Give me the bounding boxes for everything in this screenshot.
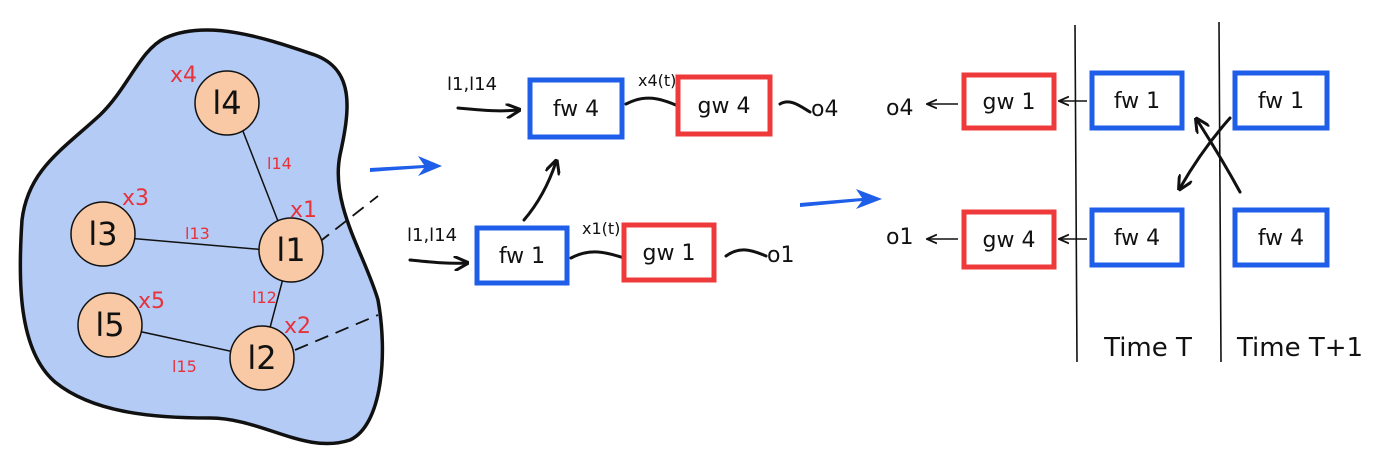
- state-label-x2: x2: [284, 314, 311, 339]
- dashed-leader-bottom: [294, 314, 379, 351]
- f-box-fw4: [527, 77, 625, 140]
- f-box-fw1: [474, 225, 570, 286]
- output-label-o1: o1: [767, 243, 794, 268]
- g-box-label: gw 1: [983, 90, 1036, 115]
- edge-label-l12: l12: [252, 288, 277, 307]
- node-l1: l1: [258, 217, 324, 283]
- node-l3: l3: [70, 201, 136, 267]
- state-label-x1t: x1(t): [582, 219, 620, 238]
- f-box-label: fw 4: [1114, 226, 1160, 251]
- node-l4: l4: [194, 70, 260, 136]
- f-box-fw4-next: [1232, 207, 1330, 268]
- time-label-t1: Time T+1: [1236, 333, 1363, 363]
- node-label: l1: [276, 231, 305, 269]
- cross-arrow-to-bottom: [1180, 116, 1232, 188]
- input-arrow-bottom: [408, 260, 466, 263]
- edge-label-l14: l14: [267, 154, 292, 173]
- input-label-bottom: l1,l14: [407, 225, 457, 246]
- g-box-gw1: [961, 72, 1057, 131]
- node-l5: l5: [77, 292, 143, 358]
- f-box-label: fw 1: [499, 244, 545, 269]
- edge-label-l13: l13: [185, 224, 210, 243]
- g-box-gw4: [961, 209, 1057, 270]
- output-connector-bottom: [724, 248, 768, 258]
- state-label-x3: x3: [122, 186, 149, 211]
- g-box-label: gw 4: [698, 94, 751, 119]
- output-label-o1: o1: [886, 225, 913, 250]
- state-label-x4t: x4(t): [638, 71, 676, 90]
- input-arrow-top: [456, 108, 518, 111]
- f-box-label: fw 1: [1258, 89, 1304, 114]
- node-label: l2: [247, 339, 276, 377]
- cross-arrow-to-top: [1197, 120, 1242, 194]
- node-label: l4: [212, 84, 241, 122]
- f-box-label: fw 4: [553, 97, 599, 122]
- input-label-top: l1,l14: [447, 74, 497, 95]
- graph-panel: l4 l3 l1 l5 l2 x4 x3 x1 x5 x2 l14 l13 l1…: [18, 28, 385, 446]
- time-divider-1: [1074, 24, 1078, 363]
- f-box-fw1: [1089, 70, 1185, 131]
- connector-top: [624, 96, 680, 108]
- blue-arrow-1: [370, 156, 442, 176]
- state-label-x4: x4: [170, 63, 197, 88]
- unfold-panel: o4 gw 1 fw 1 o1 gw 4 fw 4 fw 1 fw 4 Time…: [886, 21, 1363, 363]
- edge-label-l15: l15: [172, 357, 197, 376]
- output-label-o4: o4: [811, 97, 838, 122]
- dashed-leader-top: [317, 195, 379, 244]
- f-box-fw4: [1089, 207, 1185, 268]
- blue-arrow-2: [800, 189, 882, 209]
- time-divider-2: [1218, 21, 1222, 363]
- g-box-label: gw 4: [983, 228, 1036, 253]
- f-box-label: fw 1: [1114, 89, 1160, 114]
- f-box-label: fw 4: [1258, 226, 1304, 251]
- node-label: l5: [95, 306, 124, 344]
- dependency-arrow: [522, 162, 556, 222]
- g-box-gw4: [675, 74, 773, 137]
- f-box-fw1-next: [1232, 70, 1330, 131]
- node-label: l3: [88, 215, 117, 253]
- g-box-label: gw 1: [643, 241, 696, 266]
- node-l2: l2: [229, 325, 295, 391]
- connector-bottom: [569, 250, 626, 260]
- g-box-gw1: [621, 222, 717, 283]
- output-label-o4: o4: [886, 96, 913, 121]
- time-label-t: Time T: [1103, 333, 1192, 363]
- state-label-x5: x5: [138, 289, 165, 314]
- encoding-panel: l1,l14 fw 4 x4(t) gw 4 o4 l1,l14 fw 1 x1…: [407, 71, 838, 286]
- output-connector-top: [778, 100, 812, 114]
- state-label-x1: x1: [290, 198, 317, 223]
